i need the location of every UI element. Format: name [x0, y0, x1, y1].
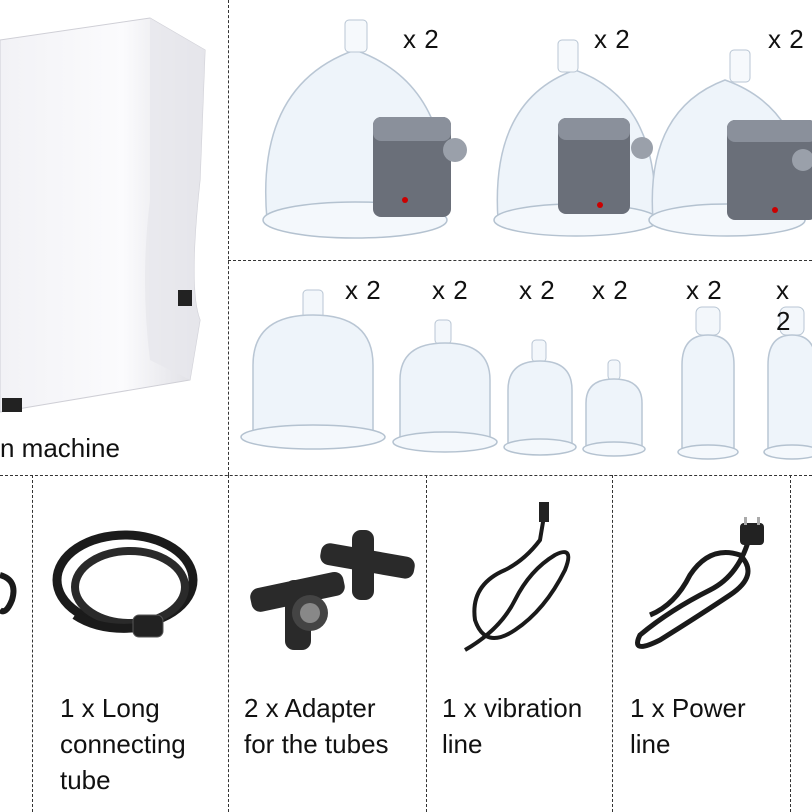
small-cup-qty: x 2 — [519, 275, 556, 305]
machine-image — [0, 17, 206, 413]
large-cup-3 — [648, 49, 812, 237]
small-cup-5 — [677, 306, 739, 460]
large-cup-qty: x 2 — [594, 24, 631, 54]
divider-vertical-bottom-5 — [790, 475, 791, 812]
large-cup-qty: x 2 — [768, 24, 805, 54]
caption-line: connecting — [60, 729, 186, 759]
small-cup-2 — [392, 319, 498, 453]
long-tube-caption: 1 x Long connecting tube — [60, 690, 186, 798]
divider-vertical-bottom-3 — [426, 475, 427, 812]
small-cup-4 — [582, 359, 646, 457]
divider-horizontal-mid — [228, 260, 812, 261]
small-cup-qty: x 2 — [776, 275, 791, 336]
long-tube-image — [52, 530, 198, 638]
vibration-line-image — [464, 502, 571, 652]
divider-vertical-bottom-2 — [228, 475, 229, 812]
caption-line: 1 x Long — [60, 693, 160, 723]
caption-line: for the tubes — [244, 729, 389, 759]
cropped-accessory-image — [0, 572, 17, 615]
adapters-image — [250, 530, 415, 650]
divider-vertical-bottom-4 — [612, 475, 613, 812]
small-cup-3 — [503, 339, 577, 456]
small-cup-qty: x 2 — [592, 275, 629, 305]
power-line-caption: 1 x Power line — [630, 690, 746, 762]
small-cup-qty: x 2 — [345, 275, 382, 305]
divider-horizontal-main — [0, 475, 812, 476]
vibration-line-caption: 1 x vibration line — [442, 690, 582, 762]
caption-line: 2 x Adapter — [244, 693, 376, 723]
small-cup-qty: x 2 — [432, 275, 469, 305]
caption-line: line — [630, 729, 671, 759]
small-cup-qty: x 2 — [686, 275, 723, 305]
caption-line: line — [442, 729, 483, 759]
divider-vertical-top — [228, 0, 229, 475]
small-cup-1 — [240, 289, 386, 450]
large-cup-qty: x 2 — [403, 24, 440, 54]
large-cup-2 — [493, 39, 659, 237]
adapter-caption: 2 x Adapter for the tubes — [244, 690, 389, 762]
divider-vertical-bottom-1 — [32, 475, 33, 812]
machine-foot — [178, 290, 192, 306]
large-cup-1 — [262, 19, 467, 239]
caption-line: 1 x Power — [630, 693, 746, 723]
small-cup-6 — [763, 306, 812, 460]
caption-line: tube — [60, 765, 111, 795]
machine-label: n machine — [0, 433, 120, 463]
power-line-image — [635, 517, 764, 649]
caption-line: 1 x vibration — [442, 693, 583, 723]
